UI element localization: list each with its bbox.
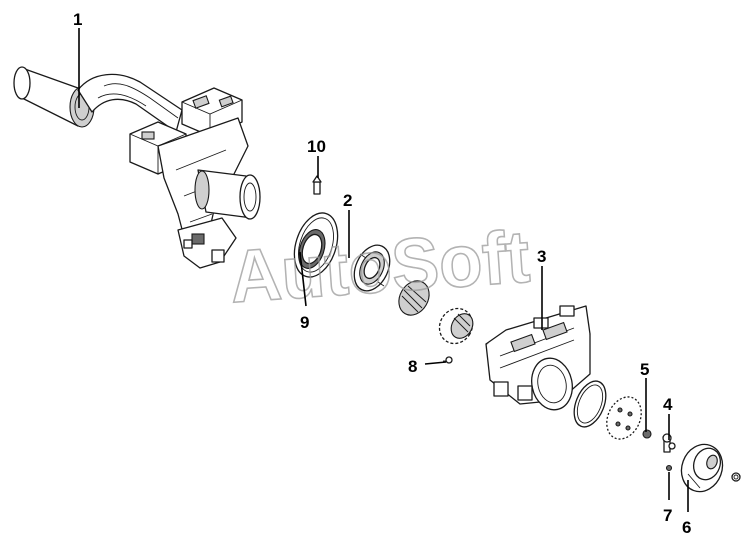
callout-4: 4: [663, 395, 673, 414]
callout-9: 9: [300, 313, 309, 332]
part-5-washer: [642, 429, 652, 439]
small-nut: [731, 472, 741, 482]
part-7-screw: [665, 464, 673, 472]
bushing-lower: [438, 307, 474, 345]
part-10-bolt: [312, 175, 322, 195]
bushing-upper: [398, 280, 430, 316]
leader-lines: [78, 28, 689, 512]
part-6-hub-cap: [680, 443, 724, 493]
callout-1: 1: [73, 10, 82, 29]
part-1-axle-beam: [13, 66, 261, 269]
gasket: [606, 396, 642, 440]
callout-5: 5: [640, 360, 649, 379]
callout-6: 6: [682, 518, 691, 537]
part-3-housing: [485, 305, 591, 411]
retaining-ring: [573, 380, 607, 428]
callout-8: 8: [408, 357, 417, 376]
part-4-screw: [662, 433, 676, 453]
part-2-bearing: [353, 244, 391, 292]
callout-labels: 1 10 2 9 3 8 5 4 7 6: [73, 10, 691, 537]
callout-3: 3: [537, 247, 546, 266]
callout-2: 2: [343, 191, 352, 210]
callout-7: 7: [663, 506, 672, 525]
part-8-pin: [443, 356, 453, 364]
part-9-seal-ring: [293, 212, 339, 278]
callout-10: 10: [307, 137, 326, 156]
watermark-text: AutoSoft: [227, 215, 532, 319]
